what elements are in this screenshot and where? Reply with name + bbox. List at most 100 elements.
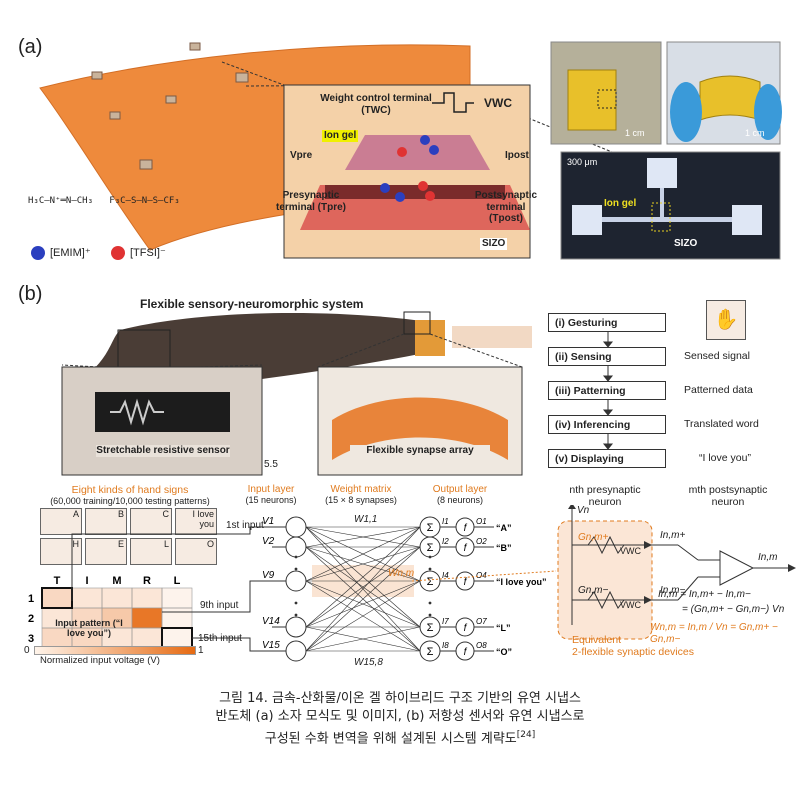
gnm-plus-label: Gn,m+ — [578, 532, 609, 543]
desc-patterned-data: Patterned data — [684, 384, 753, 396]
ipost-label: Ipost — [505, 150, 529, 161]
output-o-2: O4 — [476, 571, 487, 580]
grid-col-L: L — [174, 575, 181, 587]
ellipsis-dot-0-0-1 — [294, 567, 298, 571]
grid-row-3: 3 — [28, 633, 34, 645]
input-layer-title: Input layer — [247, 484, 295, 495]
emim-icon — [31, 246, 45, 260]
activation-symbol-3: f — [464, 623, 468, 634]
connector-15th — [192, 637, 272, 652]
weight-edge — [305, 526, 421, 628]
input-neuron-1 — [285, 536, 307, 558]
vwc1-label: VWC — [620, 546, 641, 556]
output-o-4: O8 — [476, 641, 487, 650]
weight-edge — [305, 546, 421, 582]
desc-i-love-you: “I love you” — [699, 452, 751, 464]
step-sensing: (ii) Sensing — [548, 347, 666, 366]
weight-edge — [305, 526, 421, 548]
output-word-4: “O” — [496, 647, 512, 657]
hand-sign-2: C — [130, 508, 172, 535]
weight-edge — [305, 526, 421, 582]
input-v-0: V1 — [262, 516, 274, 527]
panel-a-illustration — [31, 41, 782, 260]
w-bottom-label: W15,8 — [354, 657, 383, 668]
tfsi-icon — [111, 246, 125, 260]
equivalent-label: Equivalent — [572, 634, 622, 646]
hand-sign-4: H — [40, 538, 82, 565]
output-i-2: I4 — [442, 571, 449, 580]
ellipsis-dot-1-0-0 — [428, 555, 432, 559]
w-mid-label: Wn,m — [388, 568, 415, 579]
array-label: Flexible synapse array — [350, 445, 490, 457]
output-o-0: O1 — [476, 517, 487, 526]
caption-ref: [24] — [516, 730, 536, 740]
tag-1st-input: 1st input — [226, 520, 264, 531]
equation-3: Wn,m = In,m / Vn = Gn,m+ − Gn,m− — [650, 622, 778, 645]
grid-col-M: M — [112, 575, 121, 587]
weight-edge — [305, 626, 421, 652]
hand-signs-sub: (60,000 training/10,000 testing patterns… — [50, 496, 210, 506]
caption-line-2: 반도체 (a) 소자 모식도 및 이미지, (b) 저항성 센서와 유연 시냅스… — [215, 709, 585, 724]
input-v-4: V15 — [262, 640, 280, 651]
weight-edge — [305, 580, 421, 652]
output-layer-title: Output layer — [432, 484, 488, 495]
post-neuron-label: mth postsynaptic neuron — [688, 484, 768, 509]
activation-symbol-0: f — [464, 523, 468, 534]
hand-signs-title: Eight kinds of hand signs — [71, 484, 189, 496]
caption-line-3: 구성된 수화 변역을 위해 설계된 시스템 계략도[24] — [0, 726, 800, 748]
equation-2: = (Gn,m+ − Gn,m−) Vn — [682, 604, 785, 615]
connector-1st — [71, 526, 272, 601]
desc-translated-word: Translated word — [684, 418, 759, 430]
input-neuron-2 — [285, 570, 307, 592]
input-v-1: V2 — [262, 536, 275, 547]
panel-a-label: (a) — [18, 36, 43, 58]
ellipsis-dot-0-1-1 — [294, 613, 298, 617]
output-i-1: I2 — [442, 537, 449, 546]
input-neuron-4 — [285, 640, 307, 662]
weight-matrix-sub: (15 × 8 synapses) — [325, 495, 397, 505]
grid-row-1: 1 — [28, 593, 34, 605]
input-pattern-label: Input pattern (“I love you”) — [55, 618, 123, 639]
inm-label: In,m — [758, 552, 778, 563]
ellipsis-dot-0-0-0 — [294, 555, 298, 559]
vpre-label: Vpre — [290, 150, 313, 161]
input-neuron-3 — [285, 616, 307, 638]
glove-illustration — [61, 311, 532, 476]
caption-line-3-text: 구성된 수화 변역을 위해 설계된 시스템 계략도 — [264, 731, 517, 747]
activation-symbol-4: f — [464, 647, 468, 658]
activation-symbol-1: f — [464, 543, 468, 554]
step-patterning: (iii) Patterning — [548, 381, 666, 400]
scale-1cm-b: 1 cm — [745, 128, 765, 138]
input-v-2: V9 — [262, 570, 275, 581]
sum-symbol-0: Σ — [427, 522, 434, 534]
input-layer-sub: (15 neurons) — [245, 495, 297, 505]
step-displaying: (v) Displaying — [548, 449, 666, 468]
stray-number: 5.5 — [264, 459, 278, 470]
output-word-3: “L” — [496, 623, 511, 633]
molecule-structure: H₃C–N⁺═N–CH₃ F₃C–S–N–S–CF₃ — [28, 196, 180, 206]
scale-1cm-a: 1 cm — [625, 128, 645, 138]
hand-sign-5: E — [85, 538, 127, 565]
vwc-label: VWC — [484, 96, 512, 110]
highlight-link — [411, 570, 557, 582]
w-top-label: W1,1 — [354, 514, 378, 525]
output-word-0: “A” — [496, 523, 512, 533]
colorbar-min: 0 — [24, 645, 30, 656]
sum-symbol-1: Σ — [427, 542, 434, 554]
grid-col-T: T — [54, 575, 61, 587]
output-i-0: I1 — [442, 517, 449, 526]
hand-sign-0: A — [40, 508, 82, 535]
equivalent-sub: 2-flexible synaptic devices — [572, 646, 694, 658]
weight-control-label: Weight control terminal (TWC) — [320, 93, 432, 116]
gesture-hand-icon: ✋ — [706, 300, 746, 340]
output-o-3: O7 — [476, 617, 487, 626]
sensor-label: Stretchable resistive sensor — [96, 445, 230, 457]
tag-9th-input: 9th input — [200, 600, 239, 611]
panel-b-label: (b) — [18, 283, 43, 305]
weight-edge — [305, 526, 421, 652]
connector-9th — [162, 580, 272, 613]
ellipsis-dot-0-1-0 — [294, 601, 298, 605]
